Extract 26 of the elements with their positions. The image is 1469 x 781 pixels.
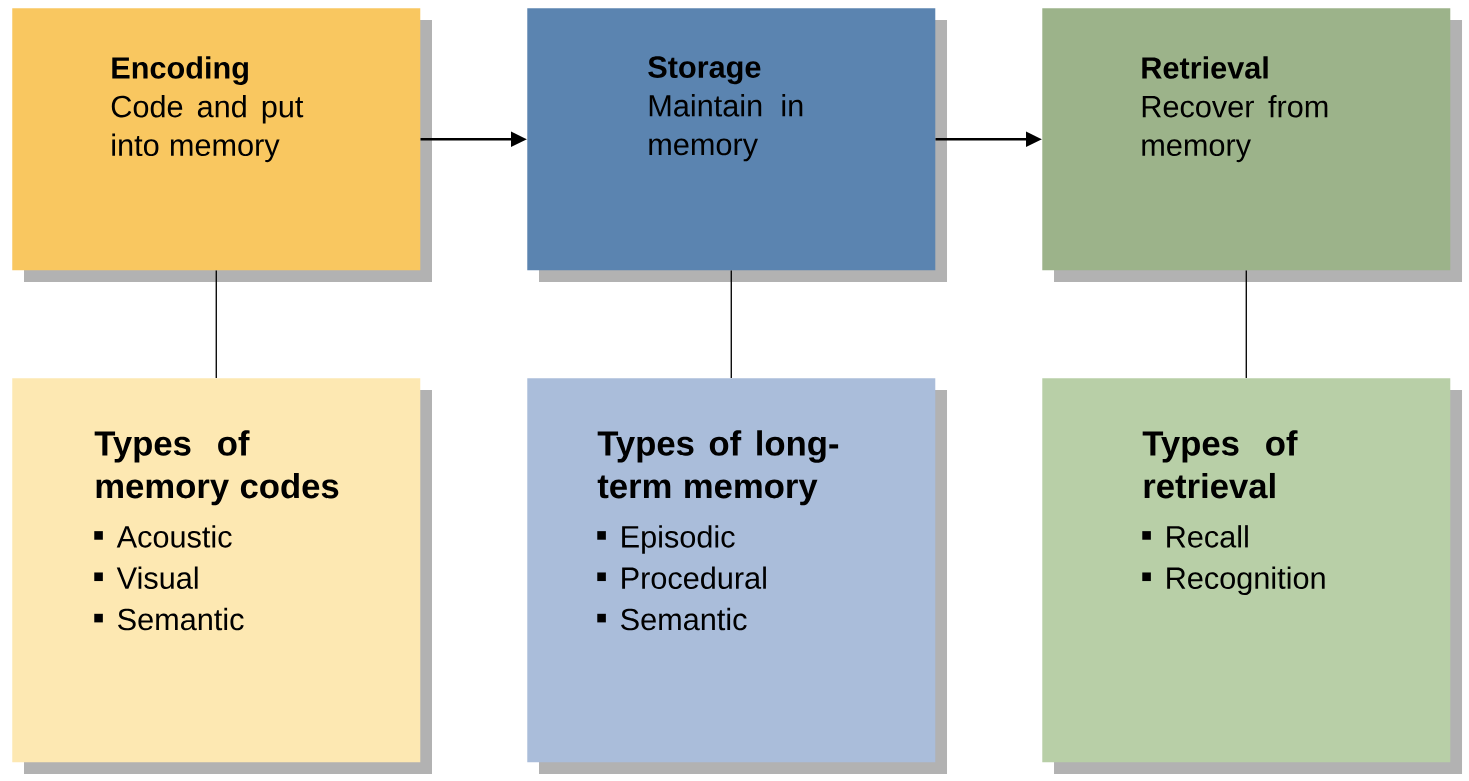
process-box [527,8,947,282]
box-description: Recover from memory [1142,94,1328,163]
box-description: Maintain in memory [649,94,803,162]
process-box [12,378,432,774]
connector-line [215,269,217,379]
process-box [1042,8,1462,282]
list-item: Procedural [597,566,766,589]
list-item: Recognition [1142,566,1325,596]
box-heading: Storage [648,56,761,85]
list-item: Episodic [597,525,735,554]
process-box [527,378,947,774]
process-box [1042,378,1462,774]
list-item: Recall [1142,525,1248,548]
list-item: Acoustic [94,525,232,548]
box-heading: Retrieval [1142,56,1268,79]
list-item: Visual [94,566,198,589]
list-item: Semantic [94,607,244,631]
box-description: Code and put into memory [111,94,304,163]
process-box [12,8,432,282]
connector-line [1245,269,1247,379]
connector-line [730,269,732,379]
box-heading: Types of retrieval [1142,430,1298,499]
list-item: Semantic [597,607,747,631]
box-heading: Types of long-term memory [597,430,839,506]
box-heading: Encoding [112,56,248,85]
box-heading: Types of memory codes [94,430,339,506]
